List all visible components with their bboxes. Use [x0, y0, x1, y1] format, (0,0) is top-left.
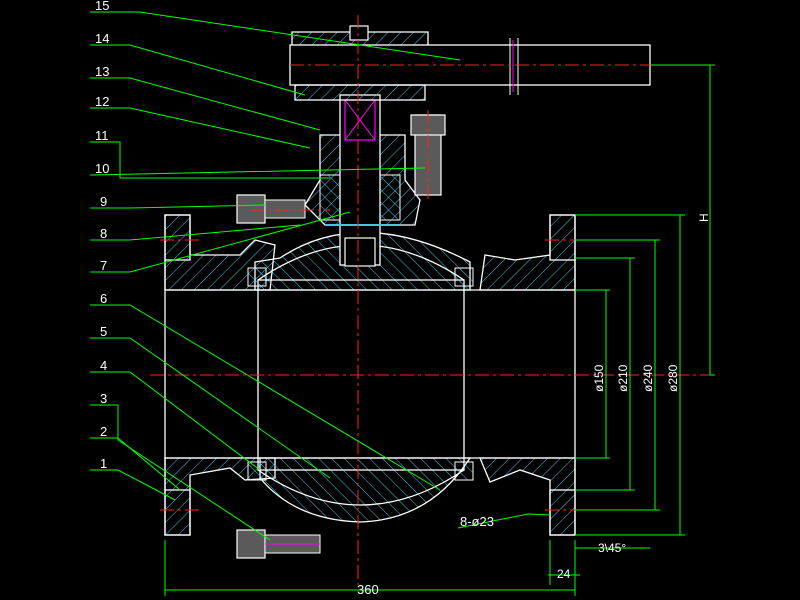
leader-lines — [89, 11, 551, 541]
balloon-15: 15 — [95, 0, 109, 13]
bolts — [236, 114, 446, 559]
dimension-labels: 360 24 3\45° 8-ø23 H ø150 ø210 ø240 ø280 — [357, 213, 711, 597]
dim-bolt-holes: 8-ø23 — [460, 514, 494, 529]
balloon-10: 10 — [95, 161, 109, 176]
balloon-2: 2 — [100, 424, 107, 439]
balloon-6: 6 — [100, 291, 107, 306]
dimension-lines — [164, 64, 715, 596]
balloon-3: 3 — [100, 391, 107, 406]
dim-height: H — [697, 213, 711, 222]
balloon-4: 4 — [100, 358, 107, 373]
balloon-13: 13 — [95, 64, 109, 79]
valve-body — [164, 214, 576, 536]
balloon-9: 9 — [100, 194, 107, 209]
dim-chamfer: 3\45° — [598, 541, 626, 555]
balloon-12: 12 — [95, 94, 109, 109]
dim-flange-od: ø280 — [666, 364, 680, 392]
dim-overall-length: 360 — [357, 582, 379, 597]
dim-bore: ø150 — [592, 364, 606, 392]
balloon-1: 1 — [100, 456, 107, 471]
centerlines — [150, 15, 710, 585]
dim-bolt-circle: ø240 — [641, 364, 655, 392]
balloon-5: 5 — [100, 324, 107, 339]
balloon-11: 11 — [95, 128, 109, 143]
balloon-14: 14 — [95, 31, 109, 46]
balloon-7: 7 — [100, 258, 107, 273]
bonnet-stem — [304, 94, 421, 267]
part-balloons: 15 14 13 12 11 10 9 8 7 6 5 4 3 2 1 — [95, 0, 109, 471]
handle-lever — [289, 25, 651, 101]
balloon-8: 8 — [100, 226, 107, 241]
dim-flange-thickness: 24 — [557, 567, 571, 581]
dim-raised-face: ø210 — [616, 364, 630, 392]
